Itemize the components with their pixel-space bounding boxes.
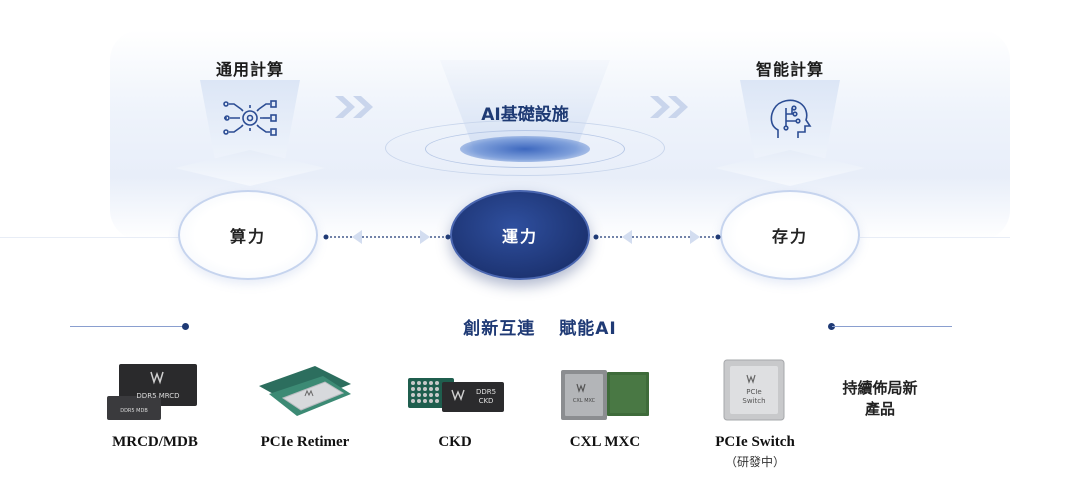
chip-icon [259, 366, 351, 416]
circle-computing-power: 算力 [178, 190, 318, 280]
circle-transport-power: 運力 [450, 190, 590, 280]
circle-label: 存力 [771, 227, 808, 246]
chip-label: PCIe [746, 388, 761, 396]
circle-label: 算力 [229, 227, 266, 246]
slogan-part: 賦能AI [559, 319, 617, 339]
slogan-rule-left [70, 326, 185, 327]
more-products-note: 持續佈局新 產品 [820, 378, 940, 420]
center-title: AI基礎設施 [481, 105, 569, 125]
product-image [235, 356, 375, 426]
glow-disk [460, 136, 590, 162]
circle-label: 運力 [501, 227, 538, 246]
more-line: 產品 [864, 400, 895, 418]
bidirectional-connector [323, 230, 451, 244]
pillar-intelligent-computing: 智能計算 [715, 40, 865, 190]
chip-icon: CXL MXC [561, 370, 649, 420]
chip-icon: PCIe Switch [723, 359, 785, 421]
pillar-plate [715, 150, 865, 186]
product-image: DDR5 CKD [385, 356, 525, 426]
slogan-part: 創新互連 [463, 319, 536, 339]
chip-icon: DDR5 CKD [408, 378, 504, 412]
product-image: PCIe Switch [685, 356, 825, 426]
guide-line [0, 237, 180, 238]
cpu-circuit-icon [223, 100, 277, 136]
pillar-title: 智能計算 [755, 60, 824, 79]
pillar-plate [175, 150, 325, 186]
chip-label: DDR5 MDB [120, 408, 148, 414]
product-image: DDR5 MRCD DDR5 MDB [85, 356, 225, 426]
ai-infrastructure-platform: AI基礎設施 [385, 50, 665, 180]
product-ckd: DDR5 CKD CKD [385, 356, 525, 451]
chip-icon: DDR5 MRCD DDR5 MDB [107, 364, 197, 420]
inner-ring [425, 130, 625, 168]
bidirectional-connector [593, 230, 721, 244]
chevron-right-icon [335, 96, 373, 118]
chip-label: DDR5 [476, 388, 496, 396]
slogan-rule-dot [182, 323, 189, 330]
product-pcie-switch: PCIe Switch PCIe Switch （研發中） [685, 356, 825, 470]
product-pcie-retimer: PCIe Retimer [235, 356, 375, 451]
outer-ring [385, 120, 665, 176]
chip-label: CKD [479, 397, 494, 405]
slogan: 創新互連 賦能AI [0, 314, 1080, 339]
pillar-general-computing: 通用計算 [175, 40, 325, 190]
product-name: CKD [438, 434, 472, 450]
chip-label: DDR5 MRCD [136, 392, 179, 400]
pillar-beam [740, 80, 840, 160]
chevron-right-icon [650, 96, 688, 118]
slogan-rule-right [832, 326, 952, 327]
circle-storage-power: 存力 [720, 190, 860, 280]
product-name: MRCD/MDB [112, 434, 198, 450]
more-line: 持續佈局新 [842, 379, 918, 397]
product-name: PCIe Retimer [260, 434, 350, 450]
ai-head-icon [770, 99, 812, 138]
product-cxl-mxc: CXL MXC CXL MXC [535, 356, 675, 451]
product-mrcd-mdb: DDR5 MRCD DDR5 MDB MRCD/MDB [85, 356, 225, 451]
chip-label: Switch [742, 397, 765, 405]
product-image: CXL MXC [535, 356, 675, 426]
product-status: （研發中） [724, 455, 785, 469]
guide-line [860, 237, 1010, 238]
product-name: CXL MXC [569, 434, 641, 450]
pillar-title: 通用計算 [215, 60, 284, 79]
product-name: PCIe Switch [715, 434, 795, 450]
slogan-rule-dot [828, 323, 835, 330]
chip-label: CXL MXC [573, 398, 596, 404]
